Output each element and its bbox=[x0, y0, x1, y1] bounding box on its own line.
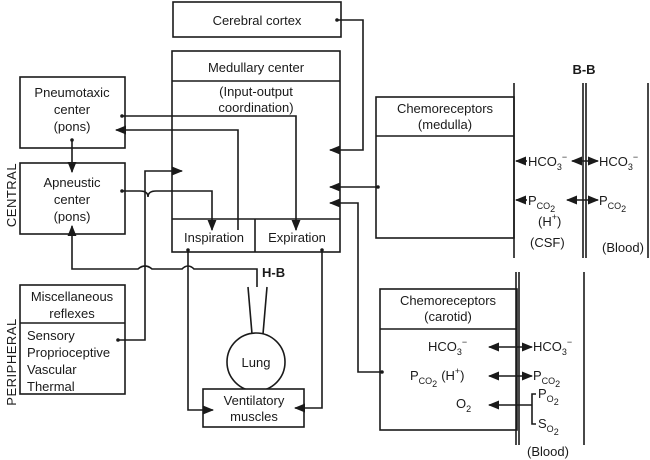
peripheral-label: PERIPHERAL bbox=[4, 318, 19, 405]
svg-text:HCO3−: HCO3− bbox=[528, 152, 567, 172]
ventilatory-label-2: muscles bbox=[230, 409, 278, 424]
chemoreceptors-carotid-box: Chemoreceptors (carotid) bbox=[379, 288, 518, 431]
misc-item-thermal: Thermal bbox=[27, 379, 75, 394]
medullary-center-label: Medullary center bbox=[208, 60, 305, 75]
chemo-carotid-label-1: Chemoreceptors bbox=[400, 293, 497, 308]
medullary-sub-1: (Input-output bbox=[219, 84, 293, 99]
chemoreceptors-medulla-box: Chemoreceptors (medulla) bbox=[375, 96, 515, 239]
expiration-to-muscles-arrow bbox=[293, 250, 323, 413]
chemo-carotid-label-2: (carotid) bbox=[424, 309, 472, 324]
pneumotaxic-center-box: Pneumotaxic center (pons) bbox=[19, 76, 126, 149]
svg-text:PCO2: PCO2 bbox=[528, 193, 555, 214]
svg-text:HCO3−: HCO3− bbox=[533, 337, 572, 357]
po2-blood: PO2 bbox=[538, 386, 559, 407]
apneustic-to-inspiration-arrow bbox=[122, 190, 217, 232]
svg-text:O2: O2 bbox=[456, 396, 471, 414]
ventilatory-label-1: Ventilatory bbox=[224, 393, 285, 408]
medullary-sub-2: coordination) bbox=[218, 100, 293, 115]
carotid-to-center-arrow bbox=[328, 198, 382, 373]
hco3-carotid-blood: HCO3− bbox=[533, 337, 572, 357]
pco2-carotid-blood: PCO2 bbox=[533, 368, 560, 389]
h-plus-csf: (H+) bbox=[538, 212, 561, 229]
central-label: CENTRAL bbox=[4, 163, 19, 227]
inspiration-to-pneumotaxic-arrow bbox=[114, 125, 239, 230]
misc-item-proprioceptive: Proprioceptive bbox=[27, 345, 110, 360]
cerebral-cortex-box: Cerebral cortex bbox=[172, 1, 342, 38]
misc-label-2: reflexes bbox=[49, 306, 95, 321]
cerebral-cortex-label: Cerebral cortex bbox=[213, 13, 302, 28]
svg-text:HCO3−: HCO3− bbox=[428, 337, 467, 357]
blood-label-top: (Blood) bbox=[602, 240, 644, 255]
so2-blood: SO2 bbox=[538, 416, 559, 437]
misc-item-vascular: Vascular bbox=[27, 362, 77, 377]
blood-label-bottom: (Blood) bbox=[527, 444, 569, 459]
pneumotaxic-label-2: center bbox=[54, 102, 91, 117]
hco3-blood: HCO3− bbox=[599, 152, 638, 172]
apneustic-label-1: Apneustic bbox=[43, 175, 101, 190]
svg-text:PCO2: PCO2 bbox=[599, 193, 626, 214]
hering-breuer-to-apneustic-arrow bbox=[67, 224, 258, 287]
chemo-medulla-label-1: Chemoreceptors bbox=[397, 101, 494, 116]
o2-carotid: O2 bbox=[456, 396, 471, 414]
pco2-blood: PCO2 bbox=[599, 193, 626, 214]
ventilatory-muscles-box: Ventilatory muscles bbox=[202, 388, 305, 428]
misc-reflexes-to-center-arrow bbox=[118, 166, 184, 341]
pneumotaxic-label-3: (pons) bbox=[54, 119, 91, 134]
inspiration-to-muscles-arrow bbox=[187, 250, 215, 415]
hb-label: H-B bbox=[262, 265, 285, 280]
medullary-center-box: Medullary center (Input-output coordinat… bbox=[171, 50, 341, 253]
bb-label: B-B bbox=[572, 62, 595, 77]
cortex-to-medulla-arrow bbox=[328, 19, 364, 155]
apneustic-center-box: Apneustic center (pons) bbox=[19, 162, 126, 235]
hco3-carotid: HCO3− bbox=[428, 337, 467, 357]
misc-reflexes-box: Miscellaneous reflexes Sensory Proprioce… bbox=[19, 284, 126, 395]
csf-label: (CSF) bbox=[530, 235, 565, 250]
svg-text:PCO2: PCO2 bbox=[533, 368, 560, 389]
svg-text:PCO2(H+): PCO2(H+) bbox=[410, 366, 465, 389]
pneumotaxic-to-expiration-arrow bbox=[122, 115, 301, 232]
pco2-csf: PCO2 bbox=[514, 193, 555, 214]
misc-label-1: Miscellaneous bbox=[31, 289, 114, 304]
apneustic-label-3: (pons) bbox=[54, 209, 91, 224]
expiration-label: Expiration bbox=[268, 230, 326, 245]
misc-item-sensory: Sensory bbox=[27, 328, 75, 343]
pneumotaxic-label-1: Pneumotaxic bbox=[34, 85, 110, 100]
hco3-csf: HCO3− bbox=[514, 152, 567, 172]
inspiration-label: Inspiration bbox=[184, 230, 244, 245]
o2-bracket bbox=[531, 393, 536, 425]
apneustic-label-2: center bbox=[54, 192, 91, 207]
svg-text:HCO3−: HCO3− bbox=[599, 152, 638, 172]
pco2-carotid: PCO2(H+) bbox=[410, 366, 465, 389]
lung-shape: Lung bbox=[226, 286, 286, 392]
lung-label: Lung bbox=[242, 355, 271, 370]
chemo-medulla-label-2: (medulla) bbox=[418, 117, 472, 132]
